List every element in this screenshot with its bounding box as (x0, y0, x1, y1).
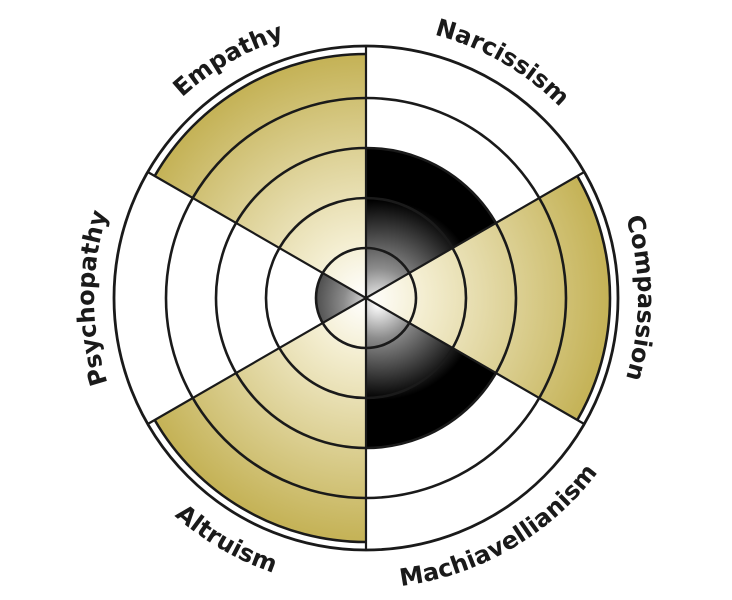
sector-divider (147, 171, 585, 425)
grid-arc-empathy (153, 52, 367, 177)
grid-arc-altruism (153, 419, 367, 544)
label-psychopathy: Psychopathy (72, 206, 113, 389)
grid-arc-compassion (576, 175, 612, 421)
data-sectors (154, 53, 610, 542)
label-compassion: Compassion (620, 212, 660, 384)
sector-empathy (154, 53, 366, 298)
sector-psychopathy (316, 273, 366, 323)
sector-altruism (154, 298, 366, 542)
sector-compassion (366, 176, 610, 420)
label-machiavellianism: Machiavellianism (397, 458, 602, 592)
grid (112, 44, 620, 552)
